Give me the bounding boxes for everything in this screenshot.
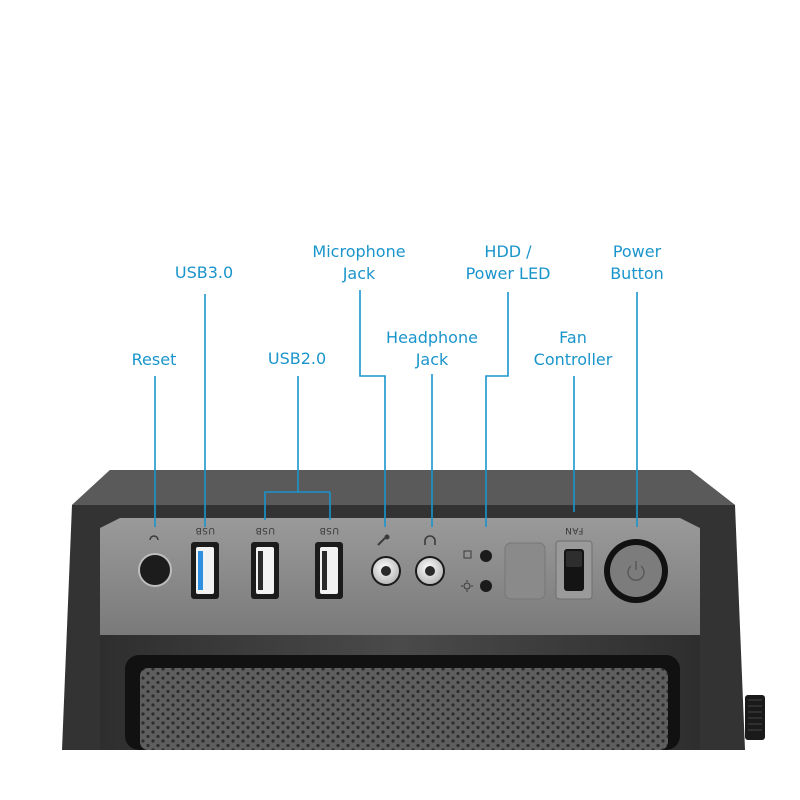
microphone-label-line1: Microphone (312, 242, 406, 261)
usb3-label-text: USB3.0 (174, 263, 234, 282)
reset-button[interactable] (138, 553, 172, 587)
hdd-led (480, 550, 492, 562)
power-led-icon (461, 580, 473, 592)
fan-label-line2: Controller (533, 350, 613, 369)
usb3-port[interactable] (191, 542, 219, 599)
hdd-led-label-line1: HDD / (484, 242, 532, 261)
power-label-line1: Power (612, 242, 662, 261)
reset-label-text: Reset (131, 350, 177, 369)
power-label: Power Button (610, 241, 664, 285)
case-top-bevel (72, 470, 735, 505)
microphone-label-line2: Jack (342, 264, 376, 283)
usb2-panel-text-2: USB (319, 525, 339, 535)
microphone-label: Microphone Jack (312, 241, 405, 285)
fan-panel-text: FAN (565, 525, 584, 535)
fan-label-line1: Fan (559, 328, 587, 347)
headphone-jack[interactable] (415, 556, 445, 586)
power-button[interactable] (604, 539, 668, 603)
usb3-label: USB3.0 (175, 262, 233, 284)
io-panel (100, 518, 700, 635)
headphone-label-line2: Jack (415, 350, 449, 369)
usb2-port-2[interactable] (315, 542, 343, 599)
fan-controller-switch[interactable] (555, 540, 593, 600)
headphone-label: Headphone Jack (386, 327, 478, 371)
power-label-line2: Button (610, 264, 664, 283)
usb3-panel-text: USB (195, 525, 215, 535)
callout-lines (154, 290, 638, 527)
power-led (480, 580, 492, 592)
fan-label: Fan Controller (534, 327, 613, 371)
microphone-jack[interactable] (371, 556, 401, 586)
headphone-icon (424, 535, 436, 545)
blank-bay (504, 542, 546, 600)
usb2-panel-text-1: USB (255, 525, 275, 535)
power-icon (627, 561, 645, 581)
hdd-led-label-line2: Power LED (465, 264, 551, 283)
usb2-leader (264, 376, 299, 520)
headphone-label-line1: Headphone (386, 328, 478, 347)
reset-icon (149, 535, 159, 541)
hdd-led-icon (463, 550, 472, 559)
microphone-icon (377, 534, 390, 546)
usb2-port-1[interactable] (251, 542, 279, 599)
hdd-led-leader (485, 292, 509, 527)
hdd-led-label: HDD / Power LED (466, 241, 551, 285)
microphone-leader (359, 290, 386, 527)
reset-label: Reset (132, 349, 177, 371)
usb2-label-text: USB2.0 (267, 349, 327, 368)
usb2-label: USB2.0 (268, 348, 326, 370)
